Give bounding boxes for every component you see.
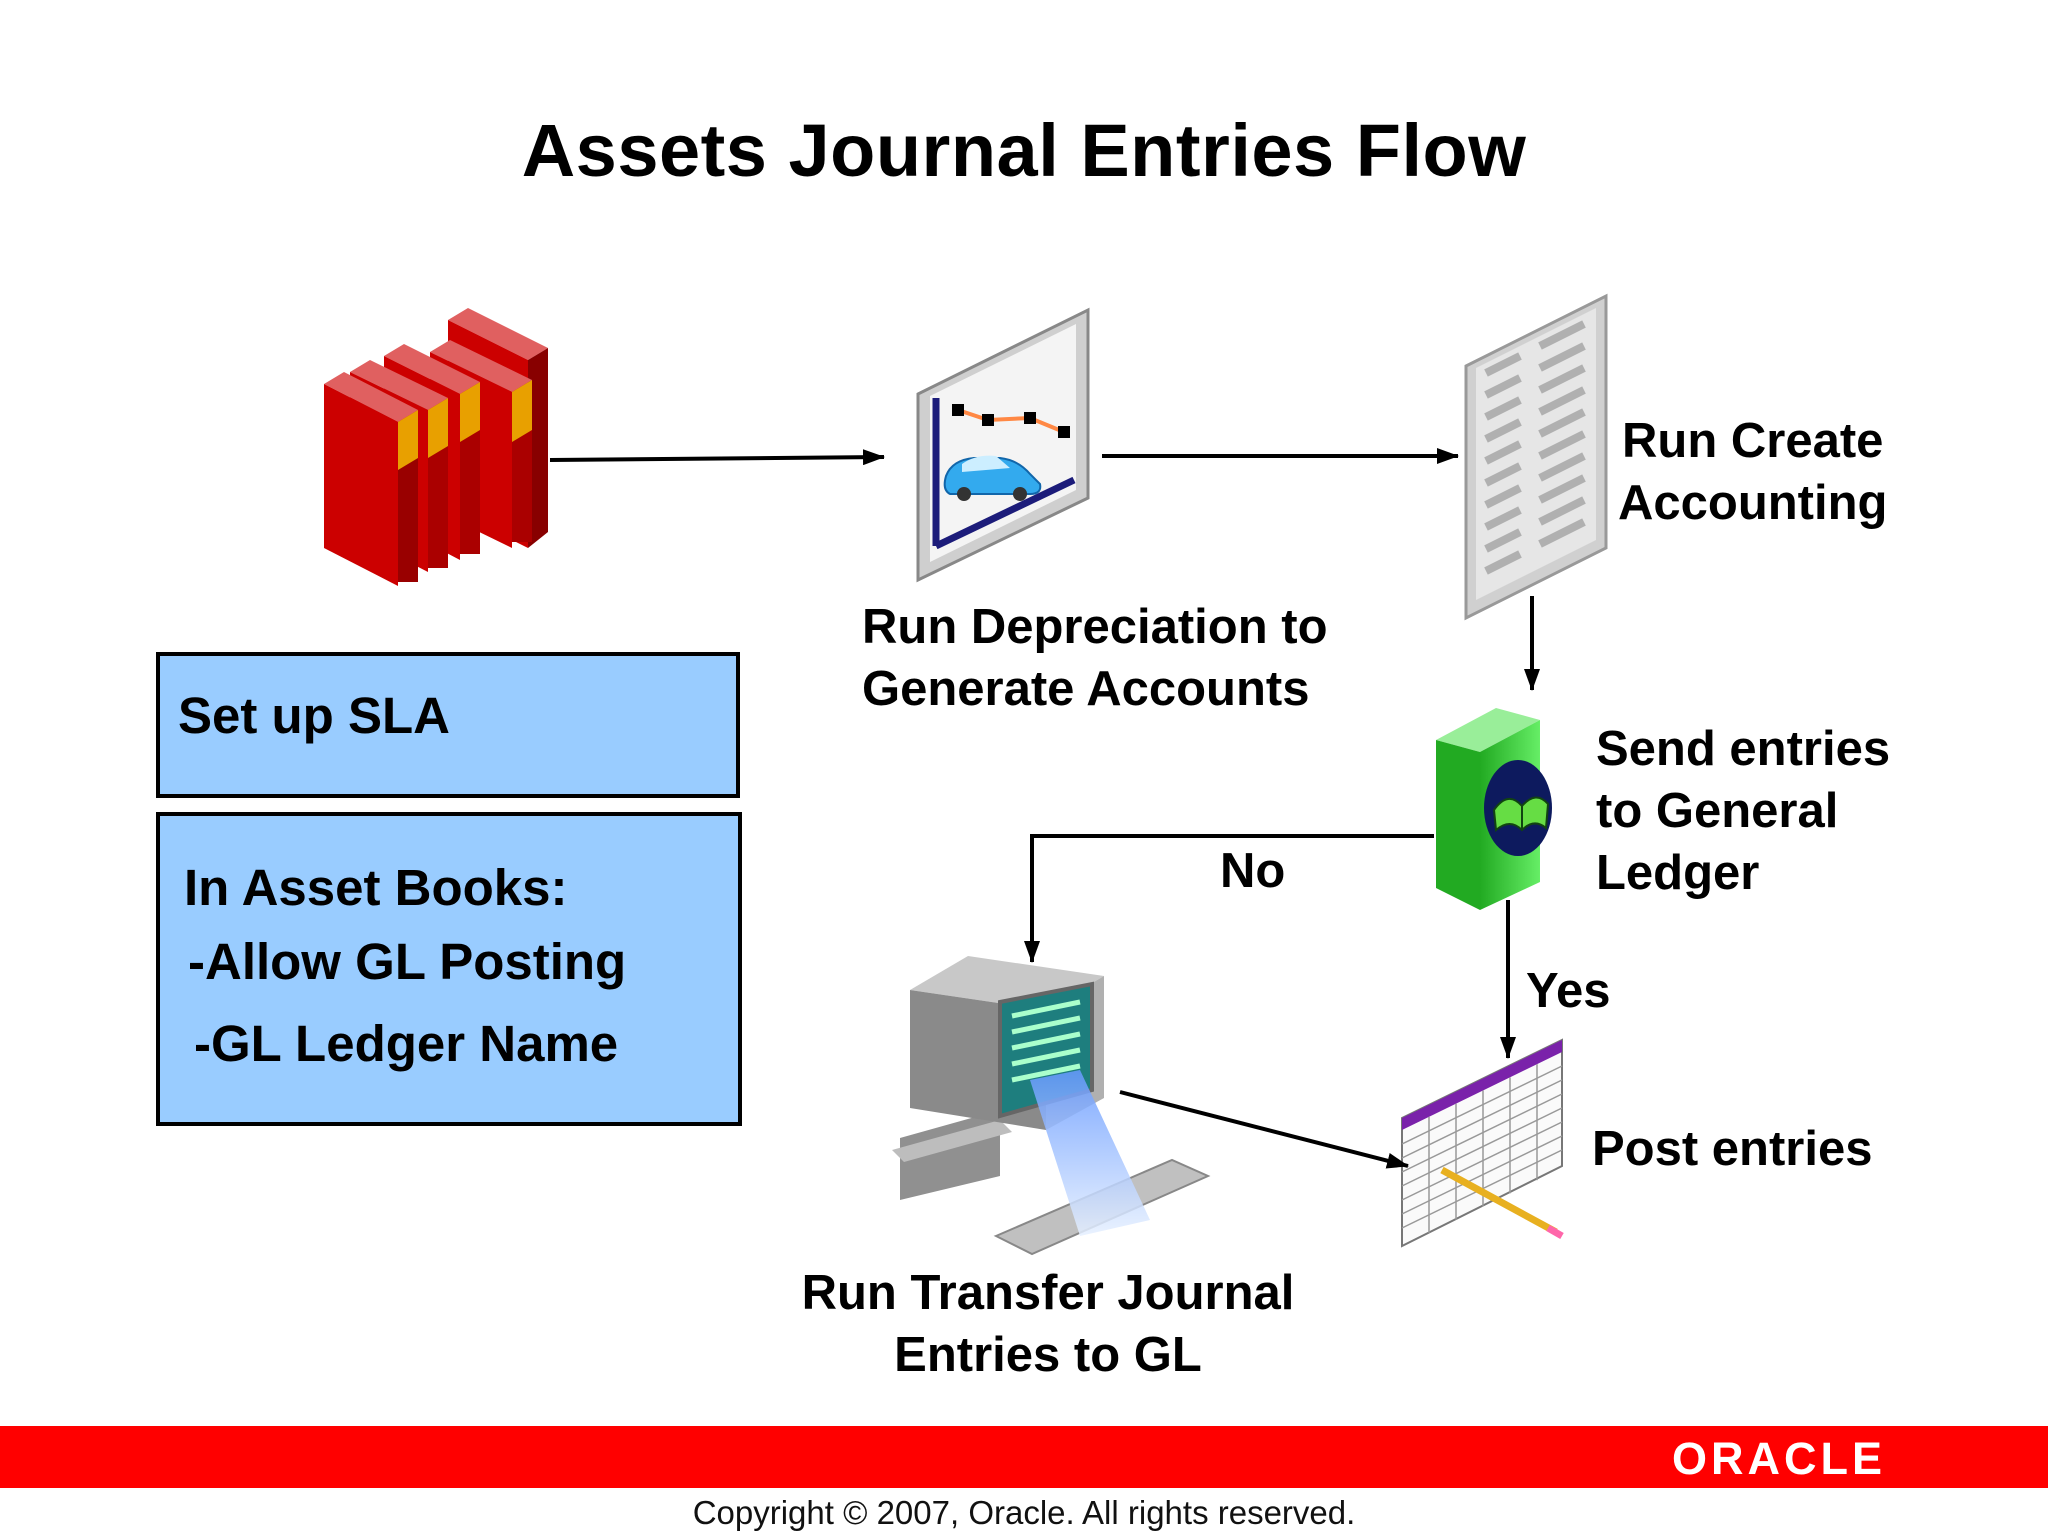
asset-books-box: In Asset Books: -Allow GL Posting -GL Le… — [156, 812, 742, 1126]
decision-no-label: No — [1220, 844, 1286, 898]
asset-books-item-allow-gl-posting: -Allow GL Posting — [188, 933, 627, 990]
computer-icon — [892, 956, 1211, 1256]
books-icon — [324, 308, 548, 586]
label-send-entries-line2: to General — [1596, 784, 1839, 838]
spreadsheet-icon — [1401, 1038, 1564, 1248]
footer-bar — [0, 1426, 2048, 1488]
setup-sla-text: Set up SLA — [178, 687, 451, 744]
oracle-logo: ORACLE — [1672, 1433, 1886, 1484]
asset-books-item-gl-ledger-name: -GL Ledger Name — [194, 1015, 619, 1072]
document-text-line — [1538, 518, 1586, 548]
page-title: Assets Journal Entries Flow — [521, 109, 1527, 192]
document-text-line — [1538, 452, 1586, 482]
asset-books-heading: In Asset Books: — [184, 859, 568, 916]
label-send-entries: Send entries to General Ledger — [1596, 718, 1890, 904]
document-text-line — [1538, 474, 1586, 504]
label-depreciation: Run Depreciation to Generate Accounts — [862, 596, 1328, 720]
document-text-line — [1538, 364, 1586, 394]
arrow-transfer-to-post — [1119, 1090, 1409, 1169]
document-text-line — [1538, 430, 1586, 460]
document-text-line — [1484, 352, 1522, 377]
label-create-accounting: Run Create Accounting — [1618, 410, 1887, 534]
label-transfer-line2: Entries to GL — [894, 1328, 1202, 1382]
arrow-no-to-transfer — [1024, 834, 1434, 963]
document-text-line — [1484, 440, 1522, 465]
document-text-line — [1484, 506, 1522, 531]
document-text-line — [1484, 418, 1522, 443]
label-transfer-line1: Run Transfer Journal — [801, 1266, 1295, 1320]
document-text-line — [1538, 320, 1586, 350]
document-text-line — [1484, 484, 1522, 509]
document-text-line — [1538, 496, 1586, 526]
label-post-entries: Post entries — [1592, 1122, 1873, 1176]
label-send-entries-line1: Send entries — [1596, 722, 1891, 776]
label-depreciation-line1: Run Depreciation to — [862, 600, 1328, 654]
report-document-icon — [1464, 293, 1608, 621]
document-text-line — [1538, 408, 1586, 438]
decision-yes-label: Yes — [1526, 964, 1611, 1018]
document-text-line — [1538, 342, 1586, 372]
green-book-box-icon — [1436, 708, 1552, 910]
document-text-line — [1538, 386, 1586, 416]
setup-sla-box: Set up SLA — [156, 652, 740, 798]
document-text-line — [1484, 374, 1522, 399]
arrow-books-to-depreciation — [549, 449, 885, 466]
label-send-entries-line3: Ledger — [1596, 846, 1760, 900]
label-create-accounting-line2: Accounting — [1618, 476, 1888, 530]
document-text-line — [1484, 550, 1522, 575]
document-text-line — [1484, 462, 1522, 487]
flow-connectors — [549, 448, 1540, 1169]
label-transfer: Run Transfer Journal Entries to GL — [788, 1262, 1308, 1386]
document-text-line — [1484, 528, 1522, 553]
copyright-text: Copyright © 2007, Oracle. All rights res… — [692, 1494, 1356, 1531]
document-text-line — [1484, 396, 1522, 421]
label-depreciation-line2: Generate Accounts — [862, 662, 1310, 716]
depreciation-chart-icon — [916, 307, 1090, 583]
label-create-accounting-line1: Run Create — [1622, 414, 1884, 468]
